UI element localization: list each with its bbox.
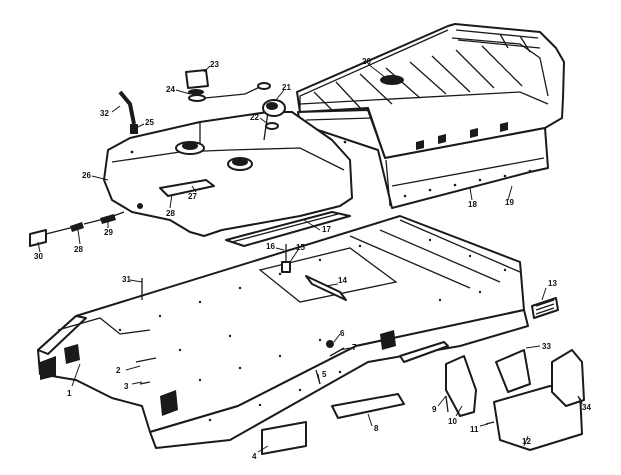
belly-pan bbox=[37, 215, 529, 449]
callout-10: 10 bbox=[448, 417, 457, 426]
callout-11: 11 bbox=[470, 425, 479, 434]
callout-29: 29 bbox=[104, 228, 113, 237]
callout-28: 28 bbox=[166, 209, 175, 218]
callout-12: 12 bbox=[522, 437, 531, 446]
leader-lines bbox=[37, 63, 583, 453]
callout-5: 5 bbox=[322, 370, 327, 379]
callout-32: 32 bbox=[100, 109, 109, 118]
callout-21: 21 bbox=[282, 83, 291, 92]
callout-2: 2 bbox=[116, 366, 121, 375]
callout-8: 8 bbox=[374, 424, 379, 433]
callout-16: 16 bbox=[266, 242, 275, 251]
callout-26: 26 bbox=[82, 171, 91, 180]
rivets bbox=[118, 238, 507, 422]
callout-28b: 28 bbox=[74, 245, 83, 254]
callout-34: 34 bbox=[582, 403, 591, 412]
seat-base bbox=[297, 109, 549, 209]
callout-4: 4 bbox=[252, 452, 257, 461]
callout-31: 31 bbox=[122, 275, 131, 284]
callout-6: 6 bbox=[340, 329, 345, 338]
callout-20: 20 bbox=[362, 57, 371, 66]
callout-1: 1 bbox=[67, 389, 72, 398]
callout-7: 7 bbox=[352, 343, 357, 352]
callout-33: 33 bbox=[542, 342, 551, 351]
callout-27: 27 bbox=[188, 192, 197, 201]
callout-19: 19 bbox=[505, 198, 514, 207]
fuel-tank bbox=[103, 111, 353, 237]
callout-18: 18 bbox=[468, 200, 477, 209]
callout-13: 13 bbox=[548, 279, 557, 288]
callout-30: 30 bbox=[34, 252, 43, 261]
callout-25: 25 bbox=[145, 118, 154, 127]
fuel-line-fittings bbox=[29, 211, 125, 247]
small-parts bbox=[135, 244, 585, 455]
fuel-cap-parts bbox=[118, 69, 286, 134]
callout-22: 22 bbox=[250, 113, 259, 122]
callout-3: 3 bbox=[124, 382, 129, 391]
seat bbox=[296, 23, 565, 159]
callout-9: 9 bbox=[432, 405, 437, 414]
tank-pad bbox=[225, 211, 351, 247]
callout-23: 23 bbox=[210, 60, 219, 69]
callout-14: 14 bbox=[338, 276, 347, 285]
callouts: 1 2 3 4 5 6 7 8 9 10 11 12 13 14 15 16 1… bbox=[34, 57, 591, 461]
callout-17: 17 bbox=[322, 225, 331, 234]
callout-15: 15 bbox=[296, 243, 305, 252]
callout-24: 24 bbox=[166, 85, 175, 94]
